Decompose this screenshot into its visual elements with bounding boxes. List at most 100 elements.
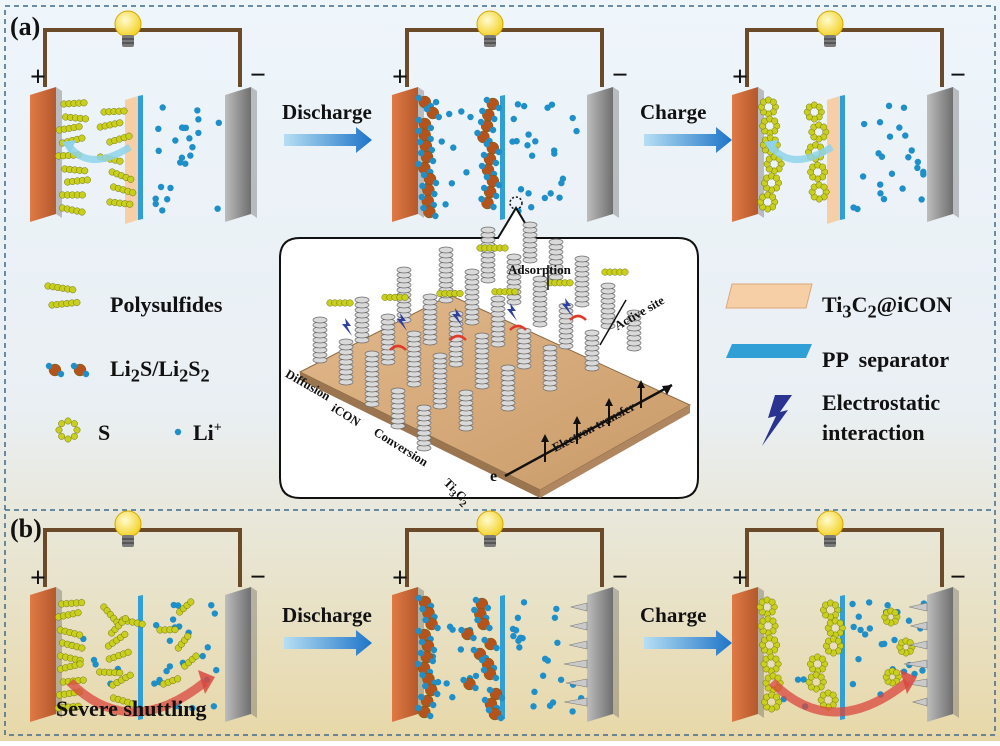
sulfur-atom bbox=[64, 417, 72, 425]
li-ion bbox=[445, 110, 453, 118]
sulfur-ring bbox=[756, 596, 778, 618]
icon-pillar bbox=[490, 295, 506, 348]
li-ion bbox=[569, 114, 576, 122]
li-ion bbox=[470, 646, 478, 654]
active-site-pointer bbox=[599, 299, 627, 346]
legend-li-superscript: + bbox=[213, 420, 222, 436]
polysulfide-chain bbox=[109, 694, 137, 708]
polysulfide-chain bbox=[100, 107, 128, 116]
li-ion bbox=[905, 617, 913, 624]
li-ion bbox=[178, 154, 186, 161]
polysulfide-atom bbox=[83, 176, 91, 184]
li-ion bbox=[419, 182, 426, 190]
li2s-cluster bbox=[417, 149, 437, 165]
li-ion bbox=[860, 120, 868, 128]
pillar-coil bbox=[474, 332, 490, 340]
li-ion bbox=[908, 147, 915, 154]
li-ion bbox=[914, 158, 922, 166]
pillar-coil bbox=[458, 389, 474, 397]
li-ion bbox=[493, 644, 500, 652]
electrostatic-bolt bbox=[562, 298, 572, 316]
li-ion bbox=[554, 639, 561, 646]
battery-cell bbox=[732, 510, 959, 722]
li-ion bbox=[480, 666, 488, 674]
polysulfide-chain bbox=[56, 626, 84, 639]
li-ion bbox=[457, 646, 465, 653]
sulfur-atom bbox=[771, 117, 779, 125]
sulfur-ring bbox=[824, 617, 846, 639]
li-ion bbox=[528, 152, 536, 159]
polysulfide-atom bbox=[78, 134, 86, 142]
li-ion bbox=[490, 203, 497, 211]
li-ion bbox=[422, 682, 429, 690]
li-ion bbox=[443, 680, 450, 687]
li-ion bbox=[417, 693, 425, 701]
lithium-dendrite bbox=[563, 659, 588, 669]
li-ion bbox=[182, 160, 189, 167]
polysulfide-atom bbox=[76, 631, 84, 639]
li-ion bbox=[442, 201, 449, 208]
polysulfide-chain bbox=[436, 290, 464, 298]
li2s-cluster bbox=[422, 682, 441, 698]
li-ion bbox=[166, 663, 174, 670]
pillar-coil bbox=[626, 309, 642, 317]
polysulfide-chain bbox=[601, 268, 629, 276]
li-ion bbox=[857, 626, 864, 634]
polysulfide-atom bbox=[76, 660, 84, 668]
icon-pillar bbox=[474, 332, 490, 390]
pp-separator bbox=[500, 95, 505, 220]
li-ion bbox=[471, 606, 478, 614]
polysulfide-atom bbox=[187, 598, 195, 606]
li-ion bbox=[486, 624, 493, 632]
pillar-coil bbox=[416, 404, 432, 412]
anode-face bbox=[927, 587, 953, 722]
sulfur-atom bbox=[58, 420, 66, 428]
li-ion bbox=[886, 133, 894, 140]
li2s-cluster bbox=[483, 173, 503, 189]
polysulfide-atom bbox=[174, 675, 182, 683]
discharge-label-a: Discharge bbox=[282, 100, 372, 124]
icon-pillar bbox=[600, 282, 616, 330]
li-ion bbox=[157, 183, 165, 191]
sulfur-atom bbox=[64, 435, 72, 443]
anode bbox=[587, 587, 619, 722]
li-ion bbox=[880, 195, 888, 203]
polysulfide-chain bbox=[105, 648, 132, 663]
li-ion bbox=[480, 151, 488, 159]
polysulfide-chain bbox=[106, 132, 133, 146]
polysulfide-chain bbox=[181, 652, 200, 670]
li-ion bbox=[530, 703, 537, 710]
li-ion bbox=[152, 195, 159, 202]
li-ion bbox=[794, 676, 802, 683]
li-ion bbox=[211, 610, 219, 617]
li-ion bbox=[472, 672, 480, 680]
li-ion bbox=[415, 116, 423, 124]
electron-up-arrowhead bbox=[573, 416, 581, 424]
anode-side bbox=[613, 587, 619, 718]
li-ion bbox=[438, 138, 445, 145]
icon-layer bbox=[827, 96, 840, 224]
li-ion bbox=[517, 186, 525, 193]
pillar-coil bbox=[542, 344, 558, 352]
li-ion bbox=[204, 644, 211, 651]
cathode bbox=[30, 87, 62, 222]
icon-pillar bbox=[354, 296, 370, 344]
minus-sign: − bbox=[250, 562, 266, 593]
li2s-cluster bbox=[485, 706, 505, 722]
sulfur-atom bbox=[70, 420, 78, 428]
panel-a-label: (a) bbox=[10, 12, 41, 41]
polysulfide-chain bbox=[55, 123, 83, 134]
plus-sign: + bbox=[30, 62, 46, 93]
li-ion bbox=[151, 680, 158, 687]
polysulfide-chain bbox=[105, 630, 129, 650]
li-ion bbox=[539, 672, 547, 679]
lithium-dendrite bbox=[909, 602, 928, 612]
conversion-arrow bbox=[509, 324, 527, 331]
legend-electrostatic-1: Electrostatic bbox=[822, 390, 941, 415]
li2s-cluster bbox=[480, 666, 500, 682]
li-ion bbox=[415, 94, 422, 102]
blocking-arrow-head bbox=[62, 140, 76, 154]
li-ion bbox=[495, 104, 503, 112]
li-ion bbox=[541, 655, 549, 663]
li-ion bbox=[169, 616, 177, 623]
